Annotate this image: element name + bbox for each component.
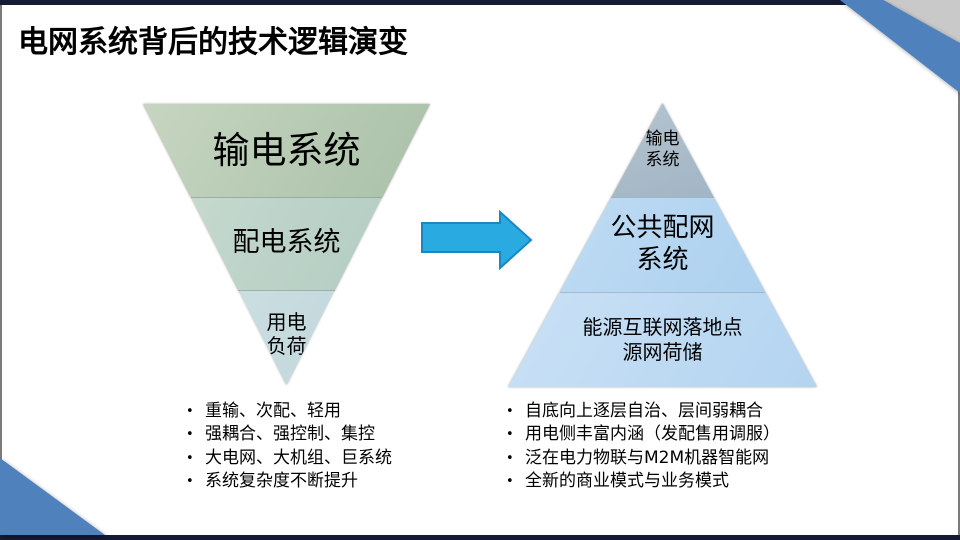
bullet-dot: • bbox=[186, 404, 194, 419]
left-pyramid-label-transmission: 输电系统 bbox=[212, 128, 361, 172]
right-upright-pyramid: 输电 系统 公共配网 系统 能源互联网落地点 源网荷储 bbox=[508, 103, 817, 387]
bullet-text: 自底向上逐层自治、层间弱耦合 bbox=[525, 401, 763, 421]
left-inverted-pyramid: 输电系统 配电系统 用电 负荷 bbox=[143, 104, 430, 385]
bullet-dot: • bbox=[186, 450, 194, 466]
list-item: • 重输、次配、轻用 bbox=[183, 400, 392, 423]
bullet-dot: • bbox=[186, 427, 194, 443]
bottom-left-blue-triangle bbox=[0, 458, 105, 535]
bullet-dot: • bbox=[506, 450, 514, 466]
right-pyramid-label-public-distribution: 公共配网 系统 bbox=[610, 212, 715, 275]
right-pyramid-label-transmission: 输电 系统 bbox=[645, 129, 680, 170]
bullet-text: 泛在电力物联与M2M机器智能网 bbox=[525, 447, 770, 468]
bullet-dot: • bbox=[186, 474, 194, 490]
list-item: • 大电网、大机组、巨系统 bbox=[183, 447, 392, 470]
right-edge-border bbox=[958, 0, 960, 540]
bullet-text: 大电网、大机组、巨系统 bbox=[205, 447, 392, 468]
right-pyramid-divider-2 bbox=[560, 291, 765, 293]
right-pyramid-label-energy-internet: 能源互联网落地点 源网荷储 bbox=[582, 315, 743, 364]
left-pyramid-label-distribution: 配电系统 bbox=[232, 227, 341, 259]
list-item: • 全新的商业模式与业务模式 bbox=[503, 470, 780, 493]
bullet-dot: • bbox=[506, 404, 514, 419]
left-pyramid-section-transmission: 输电系统 bbox=[143, 104, 430, 197]
bullet-dot: • bbox=[506, 474, 514, 490]
right-pyramid-section-transmission: 输电 系统 bbox=[611, 103, 714, 197]
list-item: • 强耦合、强控制、集控 bbox=[183, 423, 392, 446]
arrow-right-icon bbox=[421, 210, 533, 270]
bullet-text: 全新的商业模式与业务模式 bbox=[525, 471, 729, 492]
left-pyramid-section-load: 用电 负荷 bbox=[238, 290, 335, 385]
top-bar bbox=[0, 0, 960, 5]
bullet-text: 用电侧丰富内涵（发配售用调服） bbox=[525, 424, 780, 445]
list-item: • 自底向上逐层自治、层间弱耦合 bbox=[503, 400, 780, 423]
left-pyramid-divider-2 bbox=[238, 289, 335, 291]
bullet-dot: • bbox=[506, 427, 514, 443]
top-right-blue-band bbox=[840, 0, 960, 93]
bullet-text: 强耦合、强控制、集控 bbox=[205, 424, 375, 445]
right-pyramid-section-public-distribution: 公共配网 系统 bbox=[559, 197, 766, 292]
left-pyramid-section-distribution: 配电系统 bbox=[190, 197, 383, 290]
top-right-gray-triangle bbox=[883, 0, 960, 43]
list-item: • 系统复杂度不断提升 bbox=[183, 470, 392, 493]
left-bullet-list: • 重输、次配、轻用 • 强耦合、强控制、集控 • 大电网、大机组、巨系统 • … bbox=[183, 400, 392, 494]
list-item: • 泛在电力物联与M2M机器智能网 bbox=[503, 447, 780, 470]
right-pyramid-divider-1 bbox=[611, 196, 714, 198]
bullet-text: 重输、次配、轻用 bbox=[205, 401, 341, 421]
right-bullet-list: • 自底向上逐层自治、层间弱耦合 • 用电侧丰富内涵（发配售用调服） • 泛在电… bbox=[503, 400, 780, 494]
bullet-text: 系统复杂度不断提升 bbox=[205, 471, 358, 492]
list-item: • 用电侧丰富内涵（发配售用调服） bbox=[503, 423, 780, 446]
left-pyramid-label-load: 用电 负荷 bbox=[266, 310, 307, 359]
right-pyramid-section-energy-internet: 能源互联网落地点 源网荷储 bbox=[508, 292, 817, 387]
bottom-bar bbox=[0, 535, 960, 540]
arrow-right-shape bbox=[421, 210, 533, 270]
slide-title: 电网系统背后的技术逻辑演变 bbox=[18, 25, 408, 60]
left-pyramid-divider-1 bbox=[191, 196, 382, 198]
left-edge-border bbox=[0, 0, 2, 540]
